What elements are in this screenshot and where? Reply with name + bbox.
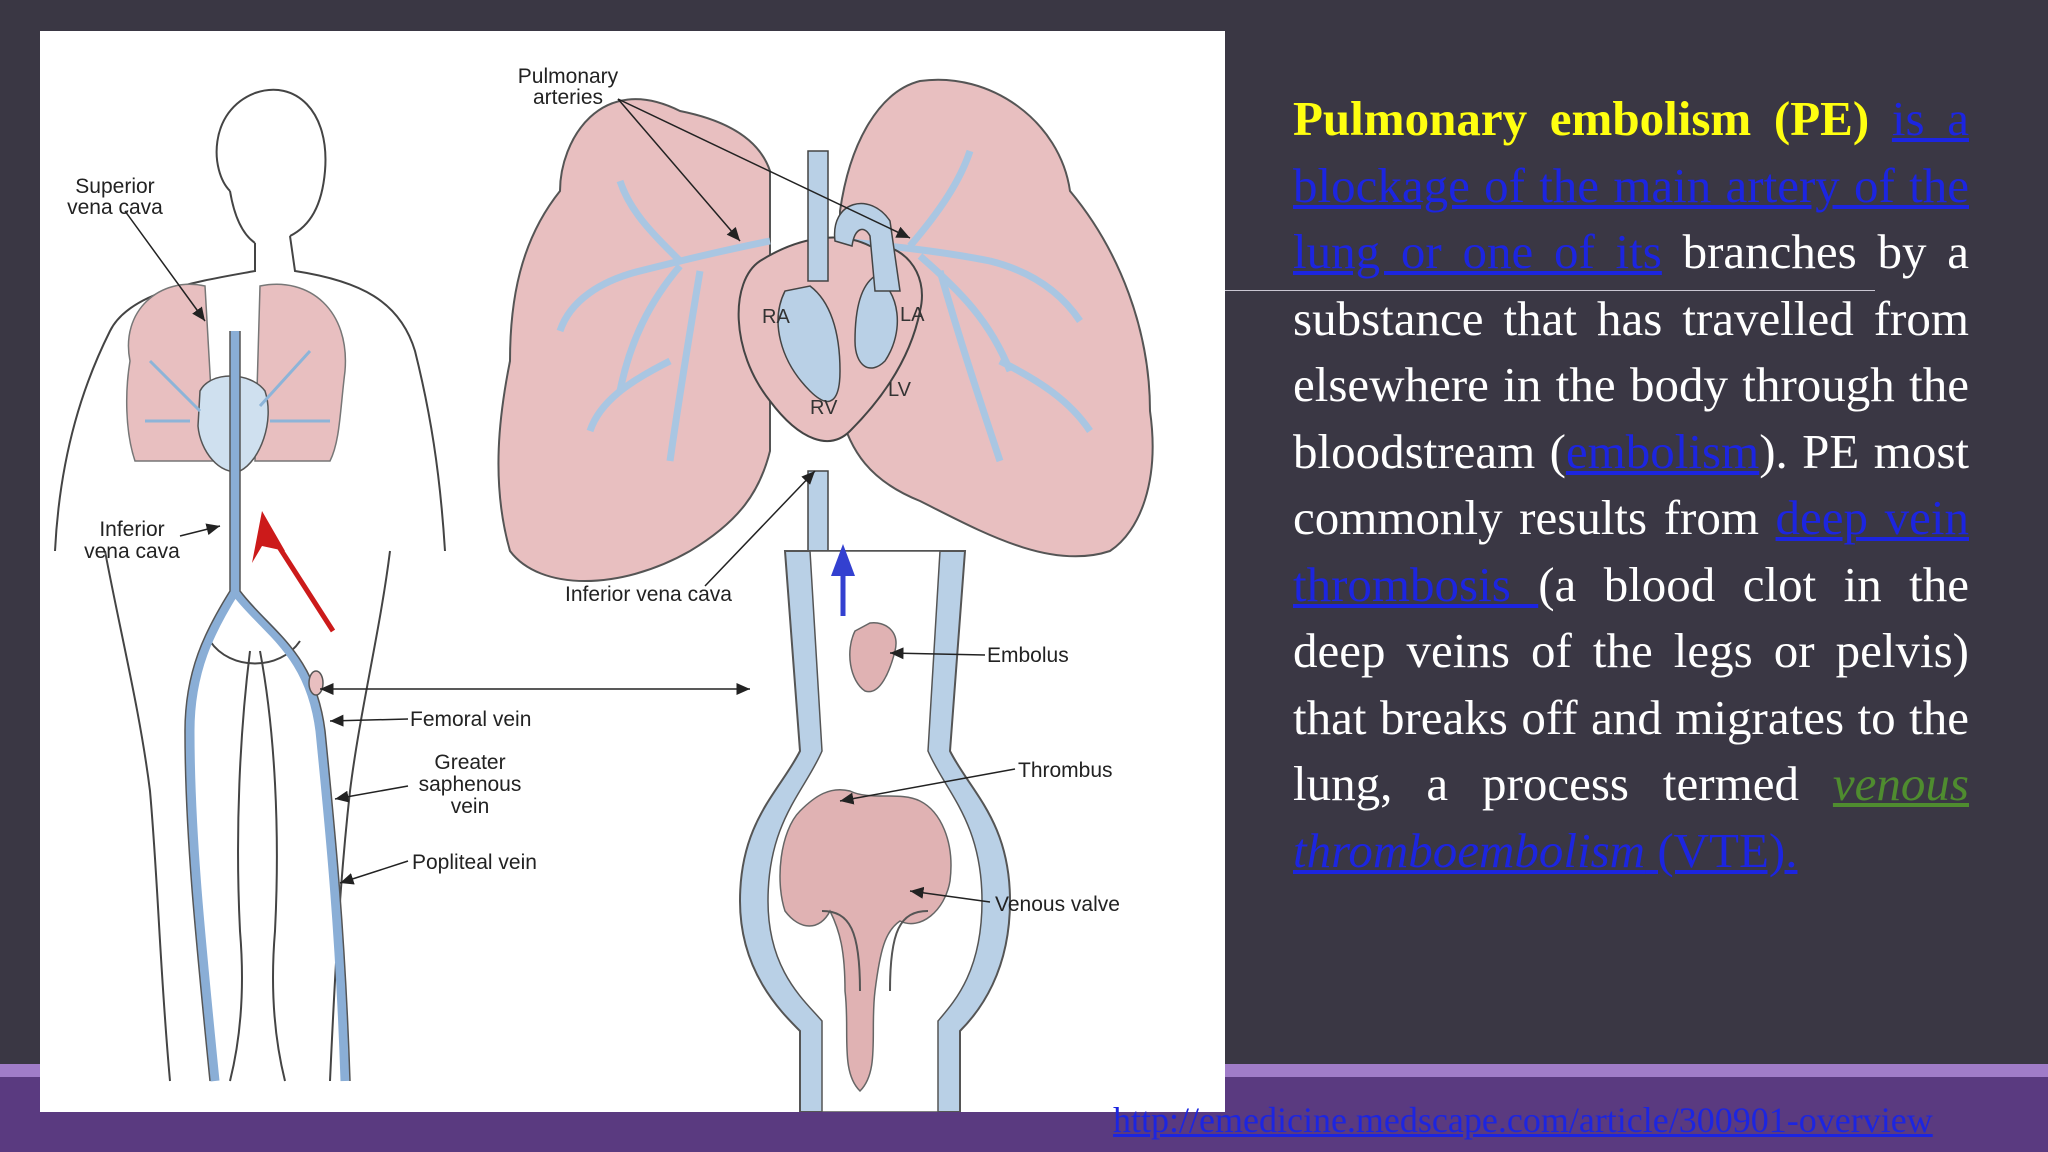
body-veins [185,331,350,1082]
link-deep-vein-thrombosis[interactable]: deep vein thrombosis [1293,490,1969,612]
text-p2: ). PE most commonly results from [1293,423,1969,546]
label-lv: LV [888,379,912,401]
label-embolus: Embolus [987,644,1069,667]
label-superior-vena-cava-2: vena cava [67,196,163,219]
label-inferior-vena-cava-1: Inferior [99,518,164,541]
label-superior-vena-cava-1: Superior [75,175,154,198]
label-pulmonary-arteries-1: Pulmonary [518,65,619,88]
large-lungs [497,78,1154,582]
body-clot [308,670,324,696]
source-url-link[interactable]: http://emedicine.medscape.com/article/30… [1113,1100,1933,1140]
body-outline [54,88,446,1082]
text-p3: (a blood clot in the deep veins of the l… [1293,556,1970,812]
link-embolism[interactable]: embolism [1565,423,1760,479]
label-greater-saphenous-2: saphenous [419,773,522,796]
label-greater-saphenous-3: vein [451,795,490,818]
vein-cross-section [738,550,1012,1112]
diagram-labels: Pulmonary arteries Superior vena cava In… [67,65,1120,916]
link-vte[interactable]: (VTE). [1645,822,1798,878]
leader-lines [124,98,1016,903]
link-blockage-definition[interactable]: is a blockage of the main artery of the … [1293,91,1970,279]
link-thromboembolism[interactable]: thromboembolism [1293,822,1646,878]
label-popliteal-vein: Popliteal vein [412,851,537,874]
label-inferior-vena-cava-center: Inferior vena cava [565,583,732,606]
label-inferior-vena-cava-2: vena cava [84,540,180,563]
link-venous[interactable]: venous [1832,756,1969,811]
red-arrow [252,511,336,633]
anatomy-diagram: Pulmonary arteries Superior vena cava In… [54,65,1154,1112]
slide-divider-line [1225,290,1875,291]
blue-arrow [831,544,855,616]
label-greater-saphenous-1: Greater [434,751,505,774]
label-femoral-vein: Femoral vein [410,708,531,731]
text-p1: branches by a substance that has travell… [1293,224,1970,479]
pe-illustration: Pulmonary arteries Superior vena cava In… [40,31,1225,1112]
label-la: LA [900,304,925,326]
label-ra: RA [762,306,790,328]
label-pulmonary-arteries-2: arteries [533,86,603,109]
label-venous-valve: Venous valve [995,893,1120,916]
pulmonary-branches [556,149,1093,463]
pe-description: Pulmonary embolism (PE) is a blockage of… [1293,86,1969,884]
pe-title: Pulmonary embolism (PE) [1293,91,1870,146]
label-rv: RV [810,397,838,419]
label-thrombus: Thrombus [1018,759,1113,782]
